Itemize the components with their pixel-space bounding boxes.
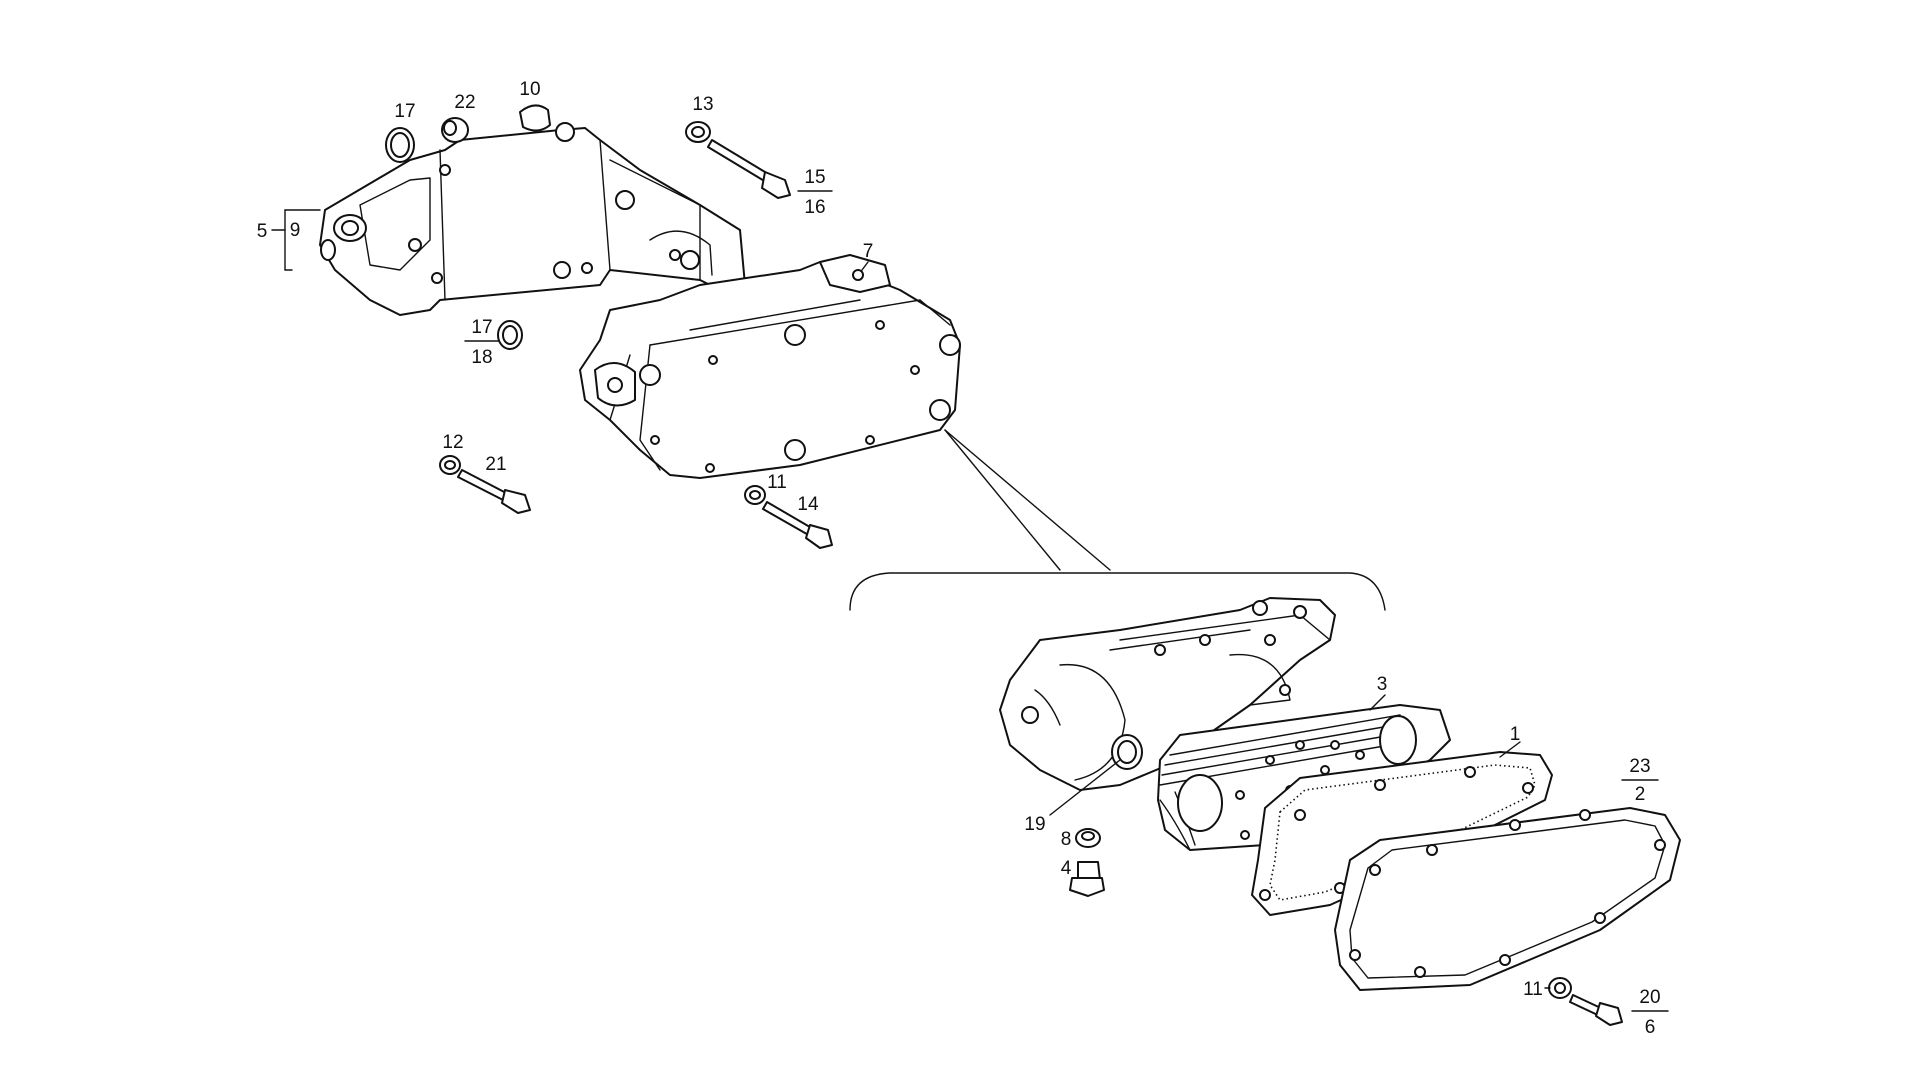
callout-13: 13 — [692, 94, 713, 115]
fraction-15-16: 15 16 — [797, 167, 833, 218]
fraction-15-16-bottom: 16 — [804, 197, 825, 218]
washer-11-bottom — [1548, 977, 1572, 999]
callout-labels: 1 3 4 5 7 8 9 10 11 11 12 13 14 17 19 21… — [257, 79, 1543, 1000]
callout-19: 19 — [1024, 814, 1045, 835]
fraction-20-6: 20 6 — [1631, 987, 1669, 1038]
callout-1: 1 — [1510, 724, 1521, 745]
callout-17-top: 17 — [394, 101, 415, 122]
callout-14: 14 — [797, 494, 819, 515]
plug-4 — [1069, 861, 1105, 897]
fraction-17-18: 17 18 — [464, 317, 500, 368]
callout-22: 22 — [454, 92, 475, 113]
callout-5: 5 — [257, 221, 268, 242]
bolt-20 — [1569, 994, 1623, 1026]
callout-11-mid: 11 — [767, 472, 787, 493]
callout-9: 9 — [290, 220, 301, 241]
callout-3: 3 — [1377, 674, 1388, 695]
fraction-17-18-top: 17 — [471, 317, 492, 338]
washer-13 — [685, 121, 711, 143]
washer-11-mid — [744, 485, 766, 505]
bolt-21 — [457, 469, 531, 514]
callout-12: 12 — [442, 432, 463, 453]
callout-8: 8 — [1061, 829, 1072, 850]
fraction-labels: 15 16 17 18 23 2 20 6 — [464, 167, 1669, 1038]
callout-7: 7 — [863, 241, 874, 262]
plug-10 — [519, 104, 551, 132]
callout-10: 10 — [519, 79, 540, 100]
bolt-14 — [762, 501, 833, 549]
fraction-23-2-top: 23 — [1629, 756, 1650, 777]
oil-cooler-assembly — [579, 254, 961, 479]
callout-4: 4 — [1061, 858, 1072, 879]
fraction-15-16-top: 15 — [804, 167, 825, 188]
fraction-17-18-bottom: 18 — [471, 347, 492, 368]
cover-plate-23 — [1334, 807, 1681, 991]
detail-bracket-line — [849, 572, 1386, 611]
leader-lines — [271, 209, 1551, 989]
seal-ring-19 — [1111, 734, 1143, 770]
callout-11-bottom: 11 — [1523, 979, 1543, 1000]
nut-8 — [1075, 828, 1101, 848]
plug-22 — [441, 117, 469, 143]
callout-21: 21 — [485, 454, 506, 475]
washer-12 — [439, 455, 461, 475]
seal-ring-17-top — [385, 127, 415, 163]
fraction-23-2-bottom: 2 — [1635, 784, 1646, 805]
fraction-20-6-bottom: 6 — [1645, 1017, 1656, 1038]
mounting-bracket — [319, 122, 746, 316]
cooler-housing-detail — [999, 597, 1336, 791]
fraction-23-2: 23 2 — [1621, 756, 1659, 805]
bolt-15 — [707, 139, 791, 199]
seal-ring-17-lower — [497, 320, 523, 350]
fraction-20-6-top: 20 — [1639, 987, 1660, 1008]
